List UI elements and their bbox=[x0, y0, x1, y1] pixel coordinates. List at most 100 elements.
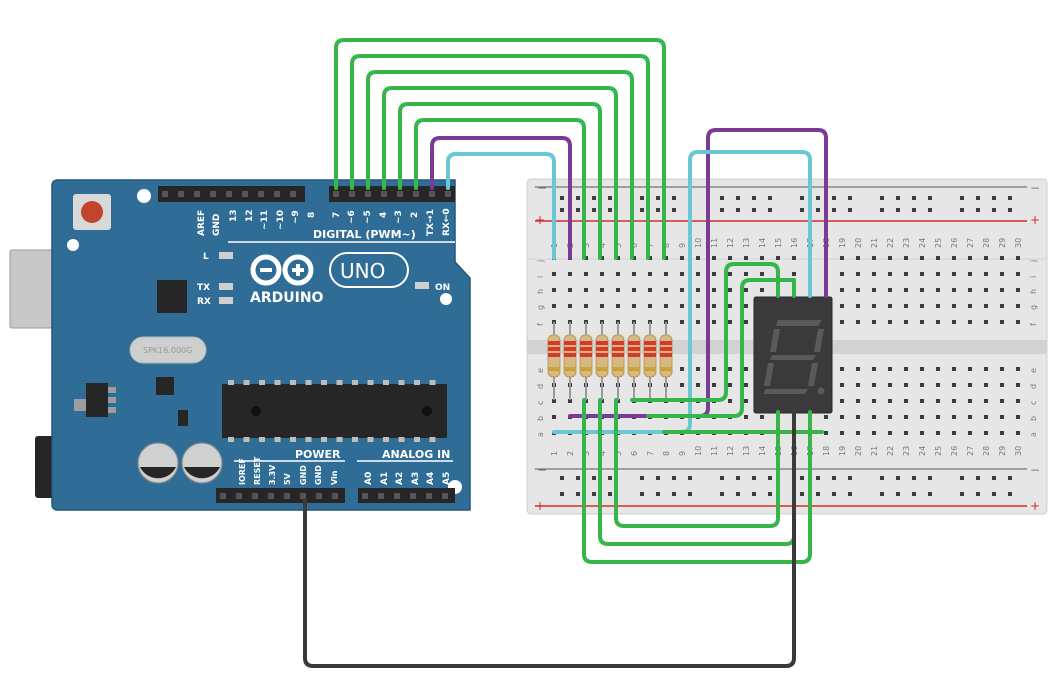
breadboard-hole[interactable] bbox=[696, 288, 700, 292]
breadboard-hole[interactable] bbox=[984, 415, 988, 419]
breadboard-hole[interactable] bbox=[952, 399, 956, 403]
rail-hole[interactable] bbox=[656, 208, 660, 212]
breadboard-hole[interactable] bbox=[648, 288, 652, 292]
breadboard-hole[interactable] bbox=[1016, 431, 1020, 435]
breadboard-hole[interactable] bbox=[1000, 415, 1004, 419]
breadboard-hole[interactable] bbox=[920, 431, 924, 435]
rail-hole[interactable] bbox=[736, 196, 740, 200]
rail-hole[interactable] bbox=[960, 476, 964, 480]
header-pin[interactable] bbox=[236, 493, 242, 499]
rail-hole[interactable] bbox=[912, 208, 916, 212]
rail-hole[interactable] bbox=[576, 476, 580, 480]
breadboard-hole[interactable] bbox=[616, 272, 620, 276]
breadboard-hole[interactable] bbox=[904, 399, 908, 403]
breadboard-hole[interactable] bbox=[968, 415, 972, 419]
breadboard-hole[interactable] bbox=[728, 304, 732, 308]
breadboard-hole[interactable] bbox=[680, 320, 684, 324]
header-pin[interactable] bbox=[349, 191, 355, 197]
breadboard-hole[interactable] bbox=[696, 256, 700, 260]
breadboard-hole[interactable] bbox=[696, 272, 700, 276]
rail-hole[interactable] bbox=[720, 476, 724, 480]
header-pin[interactable] bbox=[210, 191, 216, 197]
header-pin[interactable] bbox=[362, 493, 368, 499]
breadboard-hole[interactable] bbox=[952, 288, 956, 292]
breadboard-hole[interactable] bbox=[952, 272, 956, 276]
breadboard-hole[interactable] bbox=[968, 399, 972, 403]
breadboard-hole[interactable] bbox=[1016, 320, 1020, 324]
breadboard-hole[interactable] bbox=[840, 399, 844, 403]
header-pin[interactable] bbox=[445, 191, 451, 197]
rail-hole[interactable] bbox=[928, 208, 932, 212]
breadboard-hole[interactable] bbox=[856, 415, 860, 419]
breadboard-hole[interactable] bbox=[680, 288, 684, 292]
breadboard-hole[interactable] bbox=[888, 431, 892, 435]
breadboard-hole[interactable] bbox=[1000, 367, 1004, 371]
breadboard-hole[interactable] bbox=[792, 256, 796, 260]
rail-hole[interactable] bbox=[816, 492, 820, 496]
breadboard-hole[interactable] bbox=[904, 367, 908, 371]
rail-hole[interactable] bbox=[576, 492, 580, 496]
breadboard-hole[interactable] bbox=[568, 399, 572, 403]
breadboard-hole[interactable] bbox=[840, 288, 844, 292]
breadboard-hole[interactable] bbox=[936, 272, 940, 276]
breadboard-hole[interactable] bbox=[952, 415, 956, 419]
rail-hole[interactable] bbox=[688, 476, 692, 480]
rail-hole[interactable] bbox=[816, 196, 820, 200]
rail-hole[interactable] bbox=[912, 476, 916, 480]
breadboard-hole[interactable] bbox=[872, 415, 876, 419]
breadboard-hole[interactable] bbox=[712, 383, 716, 387]
breadboard-hole[interactable] bbox=[888, 288, 892, 292]
breadboard-hole[interactable] bbox=[936, 367, 940, 371]
breadboard-hole[interactable] bbox=[872, 399, 876, 403]
breadboard-hole[interactable] bbox=[744, 367, 748, 371]
rail-hole[interactable] bbox=[992, 492, 996, 496]
breadboard-hole[interactable] bbox=[712, 320, 716, 324]
rail-hole[interactable] bbox=[752, 492, 756, 496]
breadboard-hole[interactable] bbox=[600, 272, 604, 276]
rail-hole[interactable] bbox=[608, 492, 612, 496]
breadboard-hole[interactable] bbox=[776, 256, 780, 260]
header-pin[interactable] bbox=[252, 493, 258, 499]
breadboard-hole[interactable] bbox=[680, 304, 684, 308]
rail-hole[interactable] bbox=[592, 196, 596, 200]
rail-hole[interactable] bbox=[752, 208, 756, 212]
breadboard-hole[interactable] bbox=[952, 256, 956, 260]
rail-hole[interactable] bbox=[848, 196, 852, 200]
breadboard-hole[interactable] bbox=[888, 256, 892, 260]
breadboard-hole[interactable] bbox=[856, 320, 860, 324]
breadboard-hole[interactable] bbox=[984, 399, 988, 403]
breadboard-hole[interactable] bbox=[872, 383, 876, 387]
rail-hole[interactable] bbox=[752, 196, 756, 200]
breadboard-hole[interactable] bbox=[952, 431, 956, 435]
rail-hole[interactable] bbox=[768, 476, 772, 480]
breadboard-hole[interactable] bbox=[744, 415, 748, 419]
breadboard-hole[interactable] bbox=[584, 288, 588, 292]
breadboard-hole[interactable] bbox=[1016, 415, 1020, 419]
rail-hole[interactable] bbox=[576, 196, 580, 200]
header-pin[interactable] bbox=[162, 191, 168, 197]
rail-hole[interactable] bbox=[768, 492, 772, 496]
breadboard-hole[interactable] bbox=[840, 304, 844, 308]
breadboard-hole[interactable] bbox=[744, 383, 748, 387]
breadboard-hole[interactable] bbox=[1000, 288, 1004, 292]
breadboard-hole[interactable] bbox=[712, 367, 716, 371]
header-pin[interactable] bbox=[426, 493, 432, 499]
breadboard-hole[interactable] bbox=[1000, 383, 1004, 387]
rail-hole[interactable] bbox=[960, 196, 964, 200]
breadboard-hole[interactable] bbox=[920, 320, 924, 324]
reset-button[interactable] bbox=[81, 201, 103, 223]
rail-hole[interactable] bbox=[672, 476, 676, 480]
rail-hole[interactable] bbox=[560, 208, 564, 212]
breadboard-hole[interactable] bbox=[744, 399, 748, 403]
rail-hole[interactable] bbox=[896, 208, 900, 212]
rail-hole[interactable] bbox=[992, 476, 996, 480]
breadboard-hole[interactable] bbox=[888, 272, 892, 276]
rail-hole[interactable] bbox=[592, 476, 596, 480]
breadboard-hole[interactable] bbox=[760, 415, 764, 419]
breadboard-hole[interactable] bbox=[968, 304, 972, 308]
breadboard-hole[interactable] bbox=[1000, 399, 1004, 403]
breadboard-hole[interactable] bbox=[840, 431, 844, 435]
breadboard-hole[interactable] bbox=[552, 415, 556, 419]
breadboard-hole[interactable] bbox=[872, 431, 876, 435]
breadboard-hole[interactable] bbox=[792, 272, 796, 276]
